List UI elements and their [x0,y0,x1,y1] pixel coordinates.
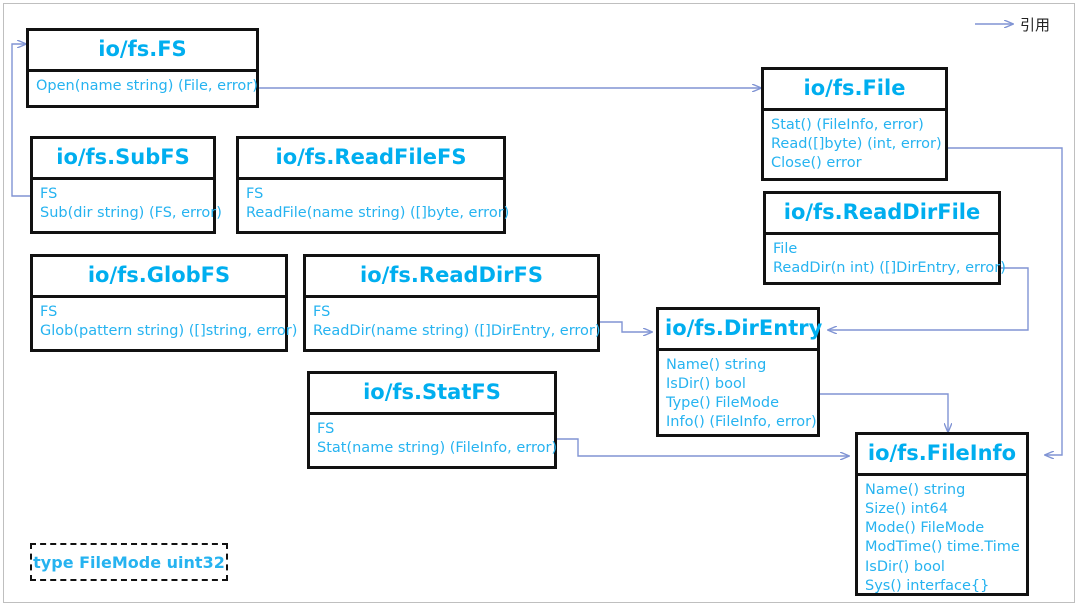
member-close: Close() error [771,155,862,172]
member-stat: Stat() (FileInfo, error) [771,117,924,134]
class-members: Stat() (FileInfo, error) Read([]byte) (i… [764,111,945,178]
class-box-io-fs-fileinfo[interactable]: io/fs.FileInfo Name() string Size() int6… [855,432,1029,596]
class-members: Open(name string) (File, error) [29,72,258,105]
class-members: FS ReadFile(name string) ([]byte, error) [239,180,510,231]
class-title: io/fs.StatFS [310,374,554,416]
member-name: Name() string [865,482,966,499]
note-text: type FileMode uint32 [33,552,225,572]
class-box-io-fs-readfilefs[interactable]: io/fs.ReadFileFS FS ReadFile(name string… [236,136,510,234]
member-isdir: IsDir() bool [865,558,945,575]
link-readdirfs-to-direntry [600,321,652,332]
member-fs: FS [317,421,335,438]
class-members: Name() string IsDir() bool Type() FileMo… [659,351,817,438]
class-members: FS ReadDir(name string) ([]DirEntry, err… [306,298,601,349]
member-read: Read([]byte) (int, error) [771,136,942,153]
link-statfs-to-fileinfo [557,438,849,456]
member-size: Size() int64 [865,501,949,518]
class-members: FS Stat(name string) (FileInfo, error) [310,415,558,466]
member-fs: FS [40,304,58,321]
member-fs: FS [246,186,264,203]
member-open: Open(name string) (File, error) [36,78,258,95]
member-glob: Glob(pattern string) ([]string, error) [40,323,298,340]
class-title: io/fs.SubFS [33,139,213,181]
member-modtime: ModTime() time.Time [865,539,1020,556]
class-members: FS Glob(pattern string) ([]string, error… [33,298,298,349]
class-box-io-fs-subfs[interactable]: io/fs.SubFS FS Sub(dir string) (FS, erro… [30,136,222,234]
member-name: Name() string [666,357,767,374]
member-readfile: ReadFile(name string) ([]byte, error) [246,205,510,222]
class-title: io/fs.GlobFS [33,257,285,299]
class-title: io/fs.FileInfo [858,435,1026,477]
class-box-io-fs-globfs[interactable]: io/fs.GlobFS FS Glob(pattern string) ([]… [30,254,298,352]
member-sys: Sys() interface{} [865,577,990,594]
member-stat: Stat(name string) (FileInfo, error) [317,440,558,457]
class-box-io-fs-readdirfs[interactable]: io/fs.ReadDirFS FS ReadDir(name string) … [303,254,601,352]
class-box-io-fs-direntry[interactable]: io/fs.DirEntry Name() string IsDir() boo… [656,307,822,438]
member-isdir: IsDir() bool [666,376,746,393]
class-title: io/fs.ReadDirFS [306,257,597,299]
link-direntry-to-fileinfo [820,393,948,432]
member-fs: FS [313,304,331,321]
class-box-io-fs-fs[interactable]: io/fs.FS Open(name string) (File, error) [26,28,259,108]
legend: 引用 [1020,14,1050,35]
class-members: File ReadDir(n int) ([]DirEntry, error) [766,235,1006,283]
class-title: io/fs.FS [29,31,256,73]
class-members: FS Sub(dir string) (FS, error) [33,180,222,231]
member-file: File [773,241,798,258]
member-readdir: ReadDir(name string) ([]DirEntry, error) [313,323,601,340]
legend-label: 引用 [1020,16,1051,34]
member-mode: Mode() FileMode [865,520,985,537]
class-box-io-fs-file[interactable]: io/fs.File Stat() (FileInfo, error) Read… [761,67,948,181]
member-type: Type() FileMode [666,395,779,412]
class-title: io/fs.ReadDirFile [766,194,998,236]
class-title: io/fs.ReadFileFS [239,139,503,181]
member-sub: Sub(dir string) (FS, error) [40,205,222,222]
class-title: io/fs.File [764,70,945,112]
member-info: Info() (FileInfo, error) [666,414,817,431]
member-readdir: ReadDir(n int) ([]DirEntry, error) [773,260,1006,277]
note-filemode-type: type FileMode uint32 [30,543,228,581]
class-box-io-fs-readdirfile[interactable]: io/fs.ReadDirFile File ReadDir(n int) ([… [763,191,1006,285]
class-box-io-fs-statfs[interactable]: io/fs.StatFS FS Stat(name string) (FileI… [307,371,557,469]
member-fs: FS [40,186,58,203]
class-title: io/fs.DirEntry [659,310,822,352]
class-members: Name() string Size() int64 Mode() FileMo… [858,476,1026,601]
